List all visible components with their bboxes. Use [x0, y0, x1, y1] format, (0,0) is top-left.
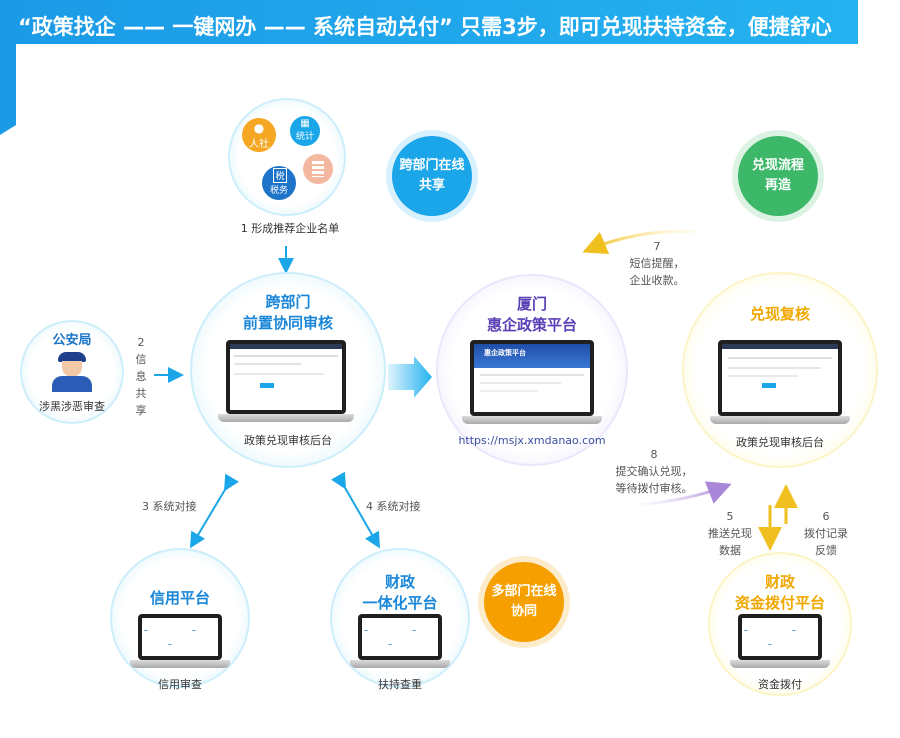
step-5-num: 5 — [726, 510, 734, 523]
review-laptop — [710, 340, 850, 424]
step-7-line: 短信提醒， — [629, 257, 685, 270]
step-2-char: 共 — [135, 387, 147, 400]
step-8-line: 提交确认兑现， — [615, 465, 693, 478]
arrow-step-7 — [582, 229, 701, 255]
finance-caption: 扶持查重 — [378, 678, 422, 691]
platform-screen-logo: 惠企政策平台 — [474, 344, 590, 368]
payment-title-line-2: 资金拨付平台 — [734, 594, 825, 612]
review-circle — [682, 272, 878, 468]
police-title: 公安局 — [52, 333, 92, 348]
step-1-label: 1 形成推荐企业名单 — [240, 222, 340, 235]
center-laptop — [218, 340, 354, 422]
badge-line-1: 多部门在线 — [491, 584, 557, 599]
tax-icon: 税 — [273, 168, 287, 183]
arrow-step-4 — [331, 471, 380, 549]
tongji-label: 统计 — [295, 132, 314, 142]
platform-url: https://msjx.xmdanao.com — [458, 434, 606, 447]
banner-title: “政策找企 —— 一键网办 —— 系统自动兑付” 只需3步，即可兑现扶持资金，便… — [18, 15, 832, 39]
step-6-line: 反馈 — [815, 544, 837, 557]
step-7-line: 企业收款。 — [629, 274, 685, 287]
shuiwu-agency: 税 税务 — [262, 166, 296, 200]
platform-title-line-1: 厦门 — [516, 295, 547, 313]
step-2-num: 2 — [137, 336, 145, 349]
step-5-label: 5 推送兑现 数据 — [700, 508, 760, 559]
step-8-line: 等待拨付审核。 — [615, 482, 693, 495]
finance-title: 财政 一体化平台 — [330, 572, 470, 614]
payment-title: 财政 资金拨付平台 — [708, 572, 852, 614]
person-icon: ● — [253, 121, 265, 135]
badge-line-2: 共享 — [418, 178, 445, 193]
grid-agency-icon — [303, 154, 333, 184]
step-6-label: 6 拨付记录 反馈 — [796, 508, 856, 559]
step-7-label: 7 短信提醒， 企业收款。 — [612, 238, 702, 289]
arrow-center-to-platform — [388, 356, 432, 398]
finance-laptop: - - - — [350, 614, 450, 668]
renshe-agency: ● 人社 — [242, 118, 276, 152]
step-8-label: 8 提交确认兑现， 等待拨付审核。 — [604, 446, 704, 497]
payment-caption: 资金拨付 — [758, 678, 802, 691]
platform-title-line-2: 惠企政策平台 — [486, 316, 577, 334]
step-5-line: 数据 — [719, 544, 741, 557]
center-title-line-2: 前置协同审核 — [242, 314, 333, 332]
payment-circle — [708, 552, 852, 696]
platform-title: 厦门 惠企政策平台 — [436, 294, 628, 336]
badge-line-1: 兑现流程 — [751, 158, 804, 173]
arrow-step-8 — [637, 481, 732, 507]
step-2-char: 享 — [135, 404, 147, 417]
step-6-num: 6 — [822, 510, 830, 523]
finance-title-line-1: 财政 — [384, 573, 415, 591]
payment-title-line-1: 财政 — [764, 573, 795, 591]
renshe-label: 人社 — [249, 139, 269, 150]
badge-line-2: 再造 — [764, 178, 791, 193]
reengineer-badge: 兑现流程 再造 — [738, 136, 818, 216]
review-title: 兑现复核 — [749, 305, 810, 323]
step-8-num: 8 — [650, 448, 658, 461]
center-title-line-1: 跨部门 — [265, 293, 311, 311]
arrow-step-3 — [189, 473, 240, 549]
credit-caption: 信用审查 — [158, 678, 202, 691]
center-title: 跨部门 前置协同审核 — [190, 292, 386, 334]
center-caption: 政策兑现审核后台 — [244, 434, 332, 447]
step-7-num: 7 — [653, 240, 661, 253]
step-6-line: 拨付记录 — [804, 527, 848, 540]
police-officer-icon — [50, 352, 94, 392]
payment-laptop: - - - — [730, 614, 830, 668]
badge-line-1: 跨部门在线 — [399, 158, 465, 173]
banner-shape — [0, 0, 858, 135]
agencies-circle — [228, 98, 346, 216]
platform-laptop: 惠企政策平台 — [462, 340, 602, 424]
credit-laptop: - - - — [130, 614, 230, 668]
review-caption: 政策兑现审核后台 — [736, 436, 824, 449]
step-5-line: 推送兑现 — [708, 527, 752, 540]
step-2-char: 息 — [135, 370, 147, 383]
credit-title: 信用平台 — [149, 589, 210, 607]
police-caption: 涉黑涉恶审查 — [39, 400, 105, 413]
badge-line-2: 协同 — [510, 604, 537, 619]
step-2-label: 2 信 息 共 享 — [134, 334, 148, 419]
step-2-char: 信 — [135, 353, 147, 366]
tongji-agency: ▦ 统计 — [290, 116, 320, 146]
cross-dept-badge: 跨部门在线 共享 — [392, 136, 472, 216]
center-circle — [190, 272, 386, 468]
finance-title-line-2: 一体化平台 — [362, 594, 438, 612]
step-3-label: 3 系统对接 — [142, 500, 197, 513]
shuiwu-label: 税务 — [269, 186, 288, 196]
multi-dept-badge: 多部门在线 协同 — [484, 562, 564, 642]
building-icon: ▦ — [300, 118, 310, 129]
step-4-label: 4 系统对接 — [366, 500, 421, 513]
